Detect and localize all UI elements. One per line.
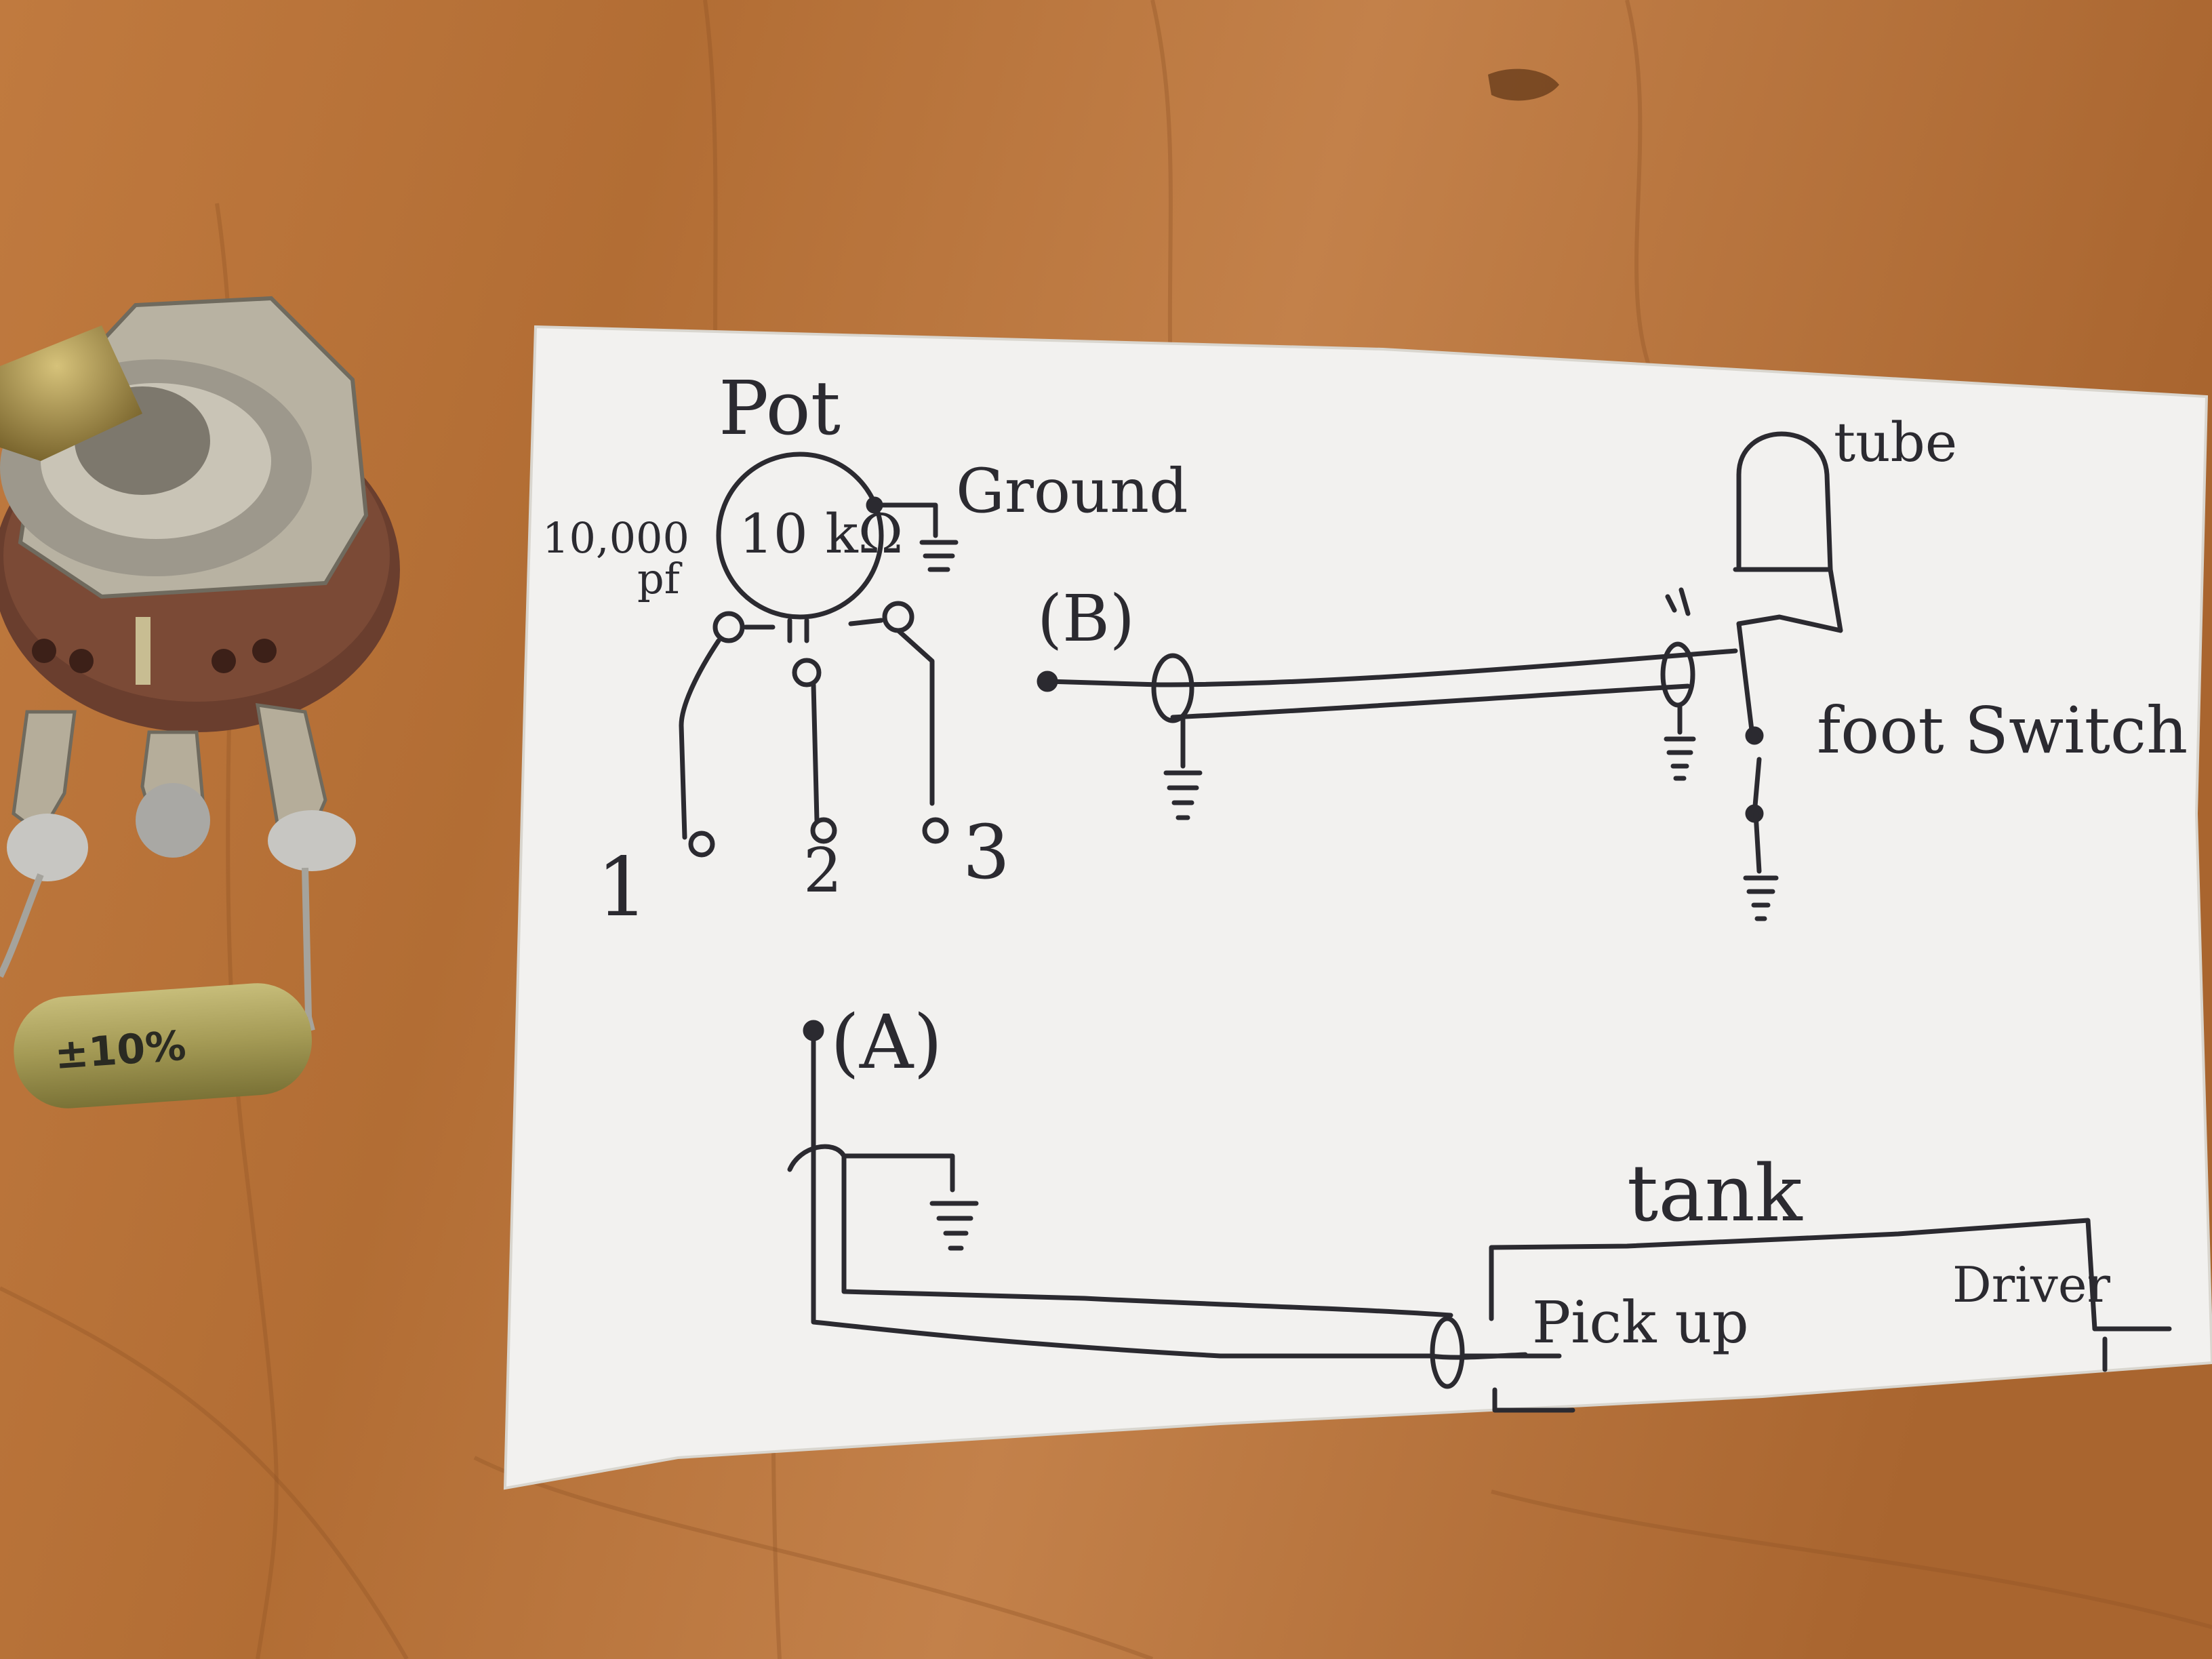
tank-label: tank bbox=[1627, 1148, 1803, 1239]
wood-knot bbox=[1488, 68, 1559, 101]
capacitor: ±10% bbox=[14, 983, 315, 1108]
cable-b-shield-left bbox=[1151, 653, 1194, 723]
ground-label: Ground bbox=[956, 456, 1188, 527]
cap-value-line1: 10,000 bbox=[542, 513, 689, 563]
ground-symbol-pot bbox=[919, 540, 959, 572]
potentiometer bbox=[0, 296, 400, 1018]
capacitor-tolerance-label: ±10% bbox=[53, 1022, 187, 1079]
pot-symbol bbox=[716, 452, 884, 620]
tube-symbol bbox=[1736, 431, 1833, 572]
pin-2-label: 2 bbox=[803, 835, 842, 906]
pin-3-label: 3 bbox=[963, 809, 1010, 896]
solder-blob-1 bbox=[7, 814, 88, 881]
pot-title: Pot bbox=[719, 365, 841, 452]
paper-sheet bbox=[503, 325, 2212, 1490]
lead-wire-right bbox=[302, 867, 312, 1018]
cap-value-line2: pf bbox=[637, 554, 683, 603]
pin-2-terminal bbox=[810, 817, 837, 844]
pin-1-label: 1 bbox=[597, 841, 648, 935]
solder-blob-2 bbox=[136, 783, 210, 858]
ground-symbol-a bbox=[929, 1201, 979, 1251]
cable-b bbox=[1045, 648, 1738, 687]
label-b: (B) bbox=[1037, 582, 1135, 656]
pin-1-terminal bbox=[688, 831, 715, 858]
ground-symbol-switch bbox=[1743, 875, 1779, 921]
pot-value: 10 kΩ bbox=[739, 502, 903, 565]
tank-box bbox=[1489, 1218, 2097, 1332]
pot-slot bbox=[136, 617, 150, 685]
ground-symbol-b-right bbox=[1664, 736, 1696, 781]
pickup-label: Pick up bbox=[1532, 1290, 1749, 1357]
tube-base bbox=[1733, 567, 1843, 633]
pin-3-terminal bbox=[922, 817, 949, 844]
lead-wire-left bbox=[0, 873, 44, 978]
ground-symbol-b-left bbox=[1163, 770, 1203, 820]
pot-shaft bbox=[0, 325, 142, 461]
solder-blob-3 bbox=[268, 810, 356, 871]
driver-label: Driver bbox=[1952, 1256, 2110, 1313]
pot-terminal-wiper bbox=[792, 658, 822, 687]
tube-label: tube bbox=[1834, 411, 1957, 474]
circuit-sketch bbox=[679, 431, 2172, 1413]
capacitor-body bbox=[14, 983, 313, 1108]
sketch-labels: Pot 10 kΩ Ground 10,000 pf 1 2 3 (B) (A)… bbox=[542, 365, 2188, 1357]
label-a: (A) bbox=[830, 999, 942, 1085]
foot-switch-label: foot Switch bbox=[1817, 694, 2188, 768]
cable-a-shield-right bbox=[1430, 1316, 1465, 1389]
pot-lug-1 bbox=[12, 710, 77, 837]
pot-terminal-left bbox=[712, 611, 745, 643]
